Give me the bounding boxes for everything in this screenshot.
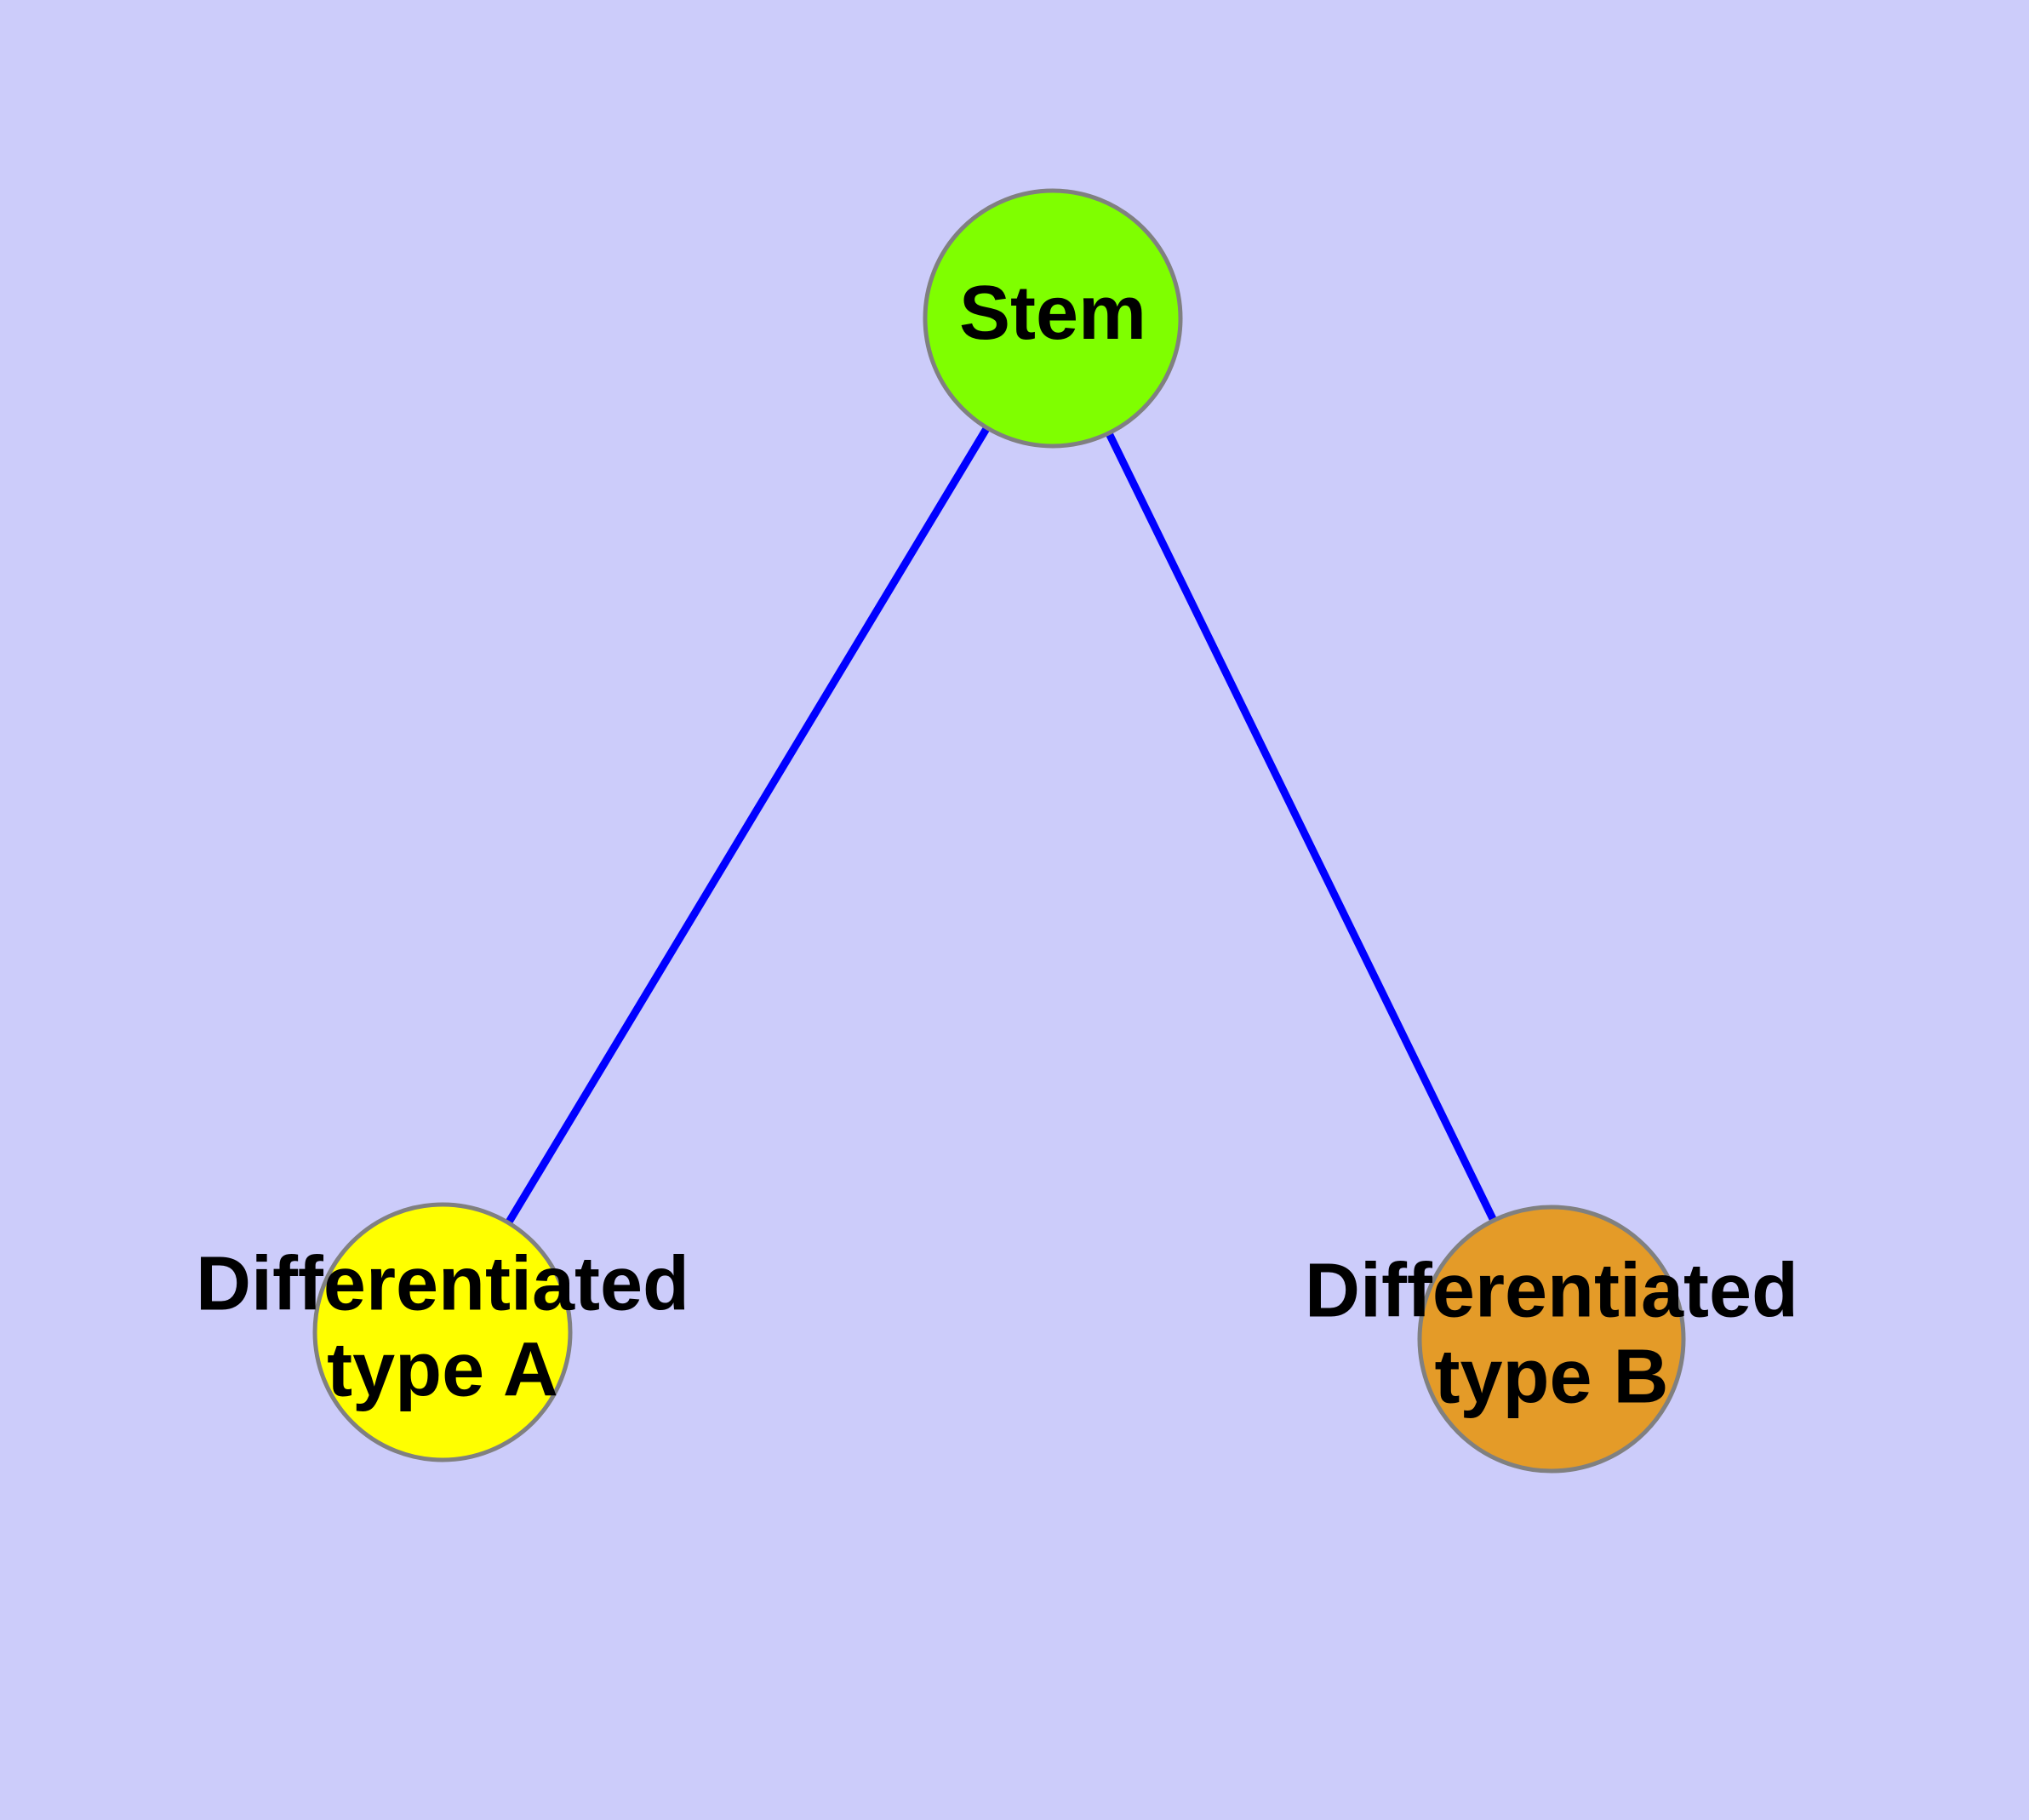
node-label-line: type B [1434,1334,1668,1419]
node-label-stem: Stem [959,271,1146,356]
node-diff_b[interactable] [1417,1205,1686,1474]
node-label-line: type A [327,1327,558,1412]
node-label-line: Differentiated [196,1241,689,1326]
node-stem[interactable] [923,188,1183,449]
node-label-line: Differentiated [1305,1248,1798,1333]
edge-stem-diff-b[interactable] [1049,317,1556,1341]
node-diff_a[interactable] [312,1202,573,1462]
node-label-line: Stem [959,271,1146,356]
edges-layer [439,316,1556,1341]
nodes-layer [312,188,1686,1474]
edge-stem-diff-a[interactable] [439,316,1056,1335]
